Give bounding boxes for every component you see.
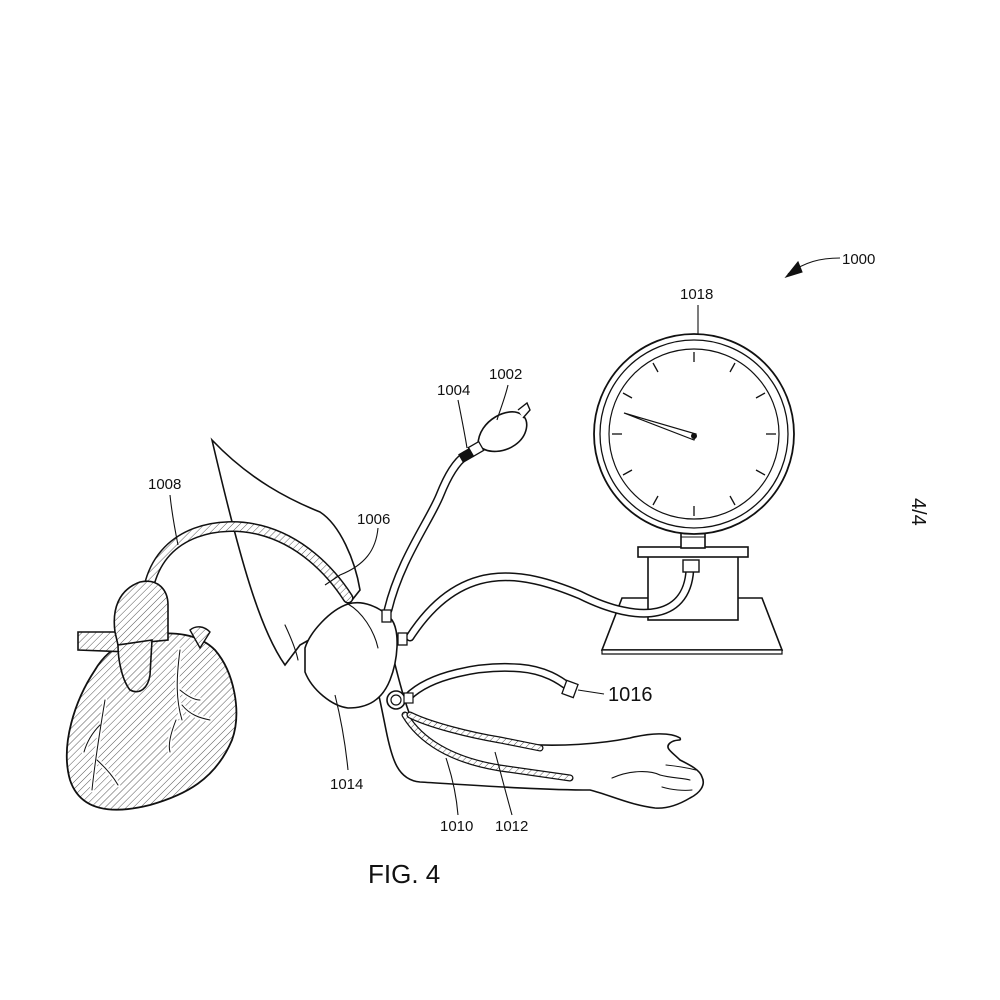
label-1006: 1006 bbox=[357, 511, 390, 528]
label-1002: 1002 bbox=[489, 366, 522, 383]
inflation-bulb bbox=[459, 403, 530, 462]
label-1012: 1012 bbox=[495, 818, 528, 835]
sheet-number: 4/4 bbox=[907, 498, 929, 526]
label-1000: 1000 bbox=[842, 251, 875, 268]
sensor bbox=[387, 691, 413, 709]
label-1004: 1004 bbox=[437, 382, 470, 399]
label-1008: 1008 bbox=[148, 476, 181, 493]
label-1018: 1018 bbox=[680, 286, 713, 303]
label-1010: 1010 bbox=[440, 818, 473, 835]
label-1014: 1014 bbox=[330, 776, 363, 793]
figure-caption: FIG. 4 bbox=[368, 859, 440, 889]
label-1016: 1016 bbox=[608, 684, 653, 706]
heart bbox=[67, 581, 237, 809]
pressure-gauge bbox=[594, 334, 794, 654]
